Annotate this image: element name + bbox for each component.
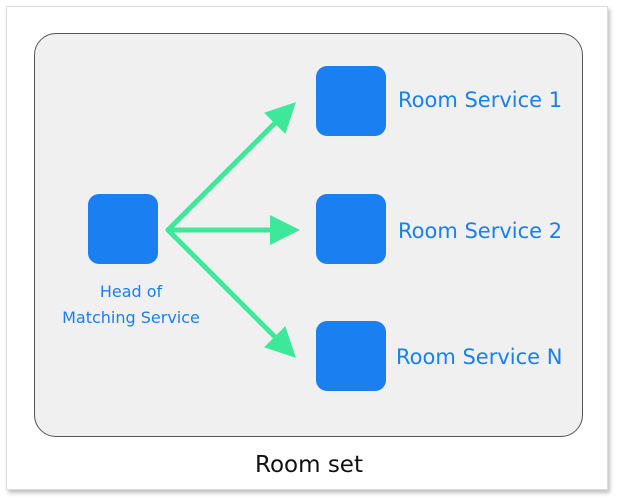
arrow-to-room-service-1 (165, 102, 296, 233)
head-label-line-2: Matching Service (62, 308, 200, 327)
room-service-n-node (316, 321, 386, 391)
head-label-line-1: Head of (99, 282, 163, 301)
arrow-to-room-service-n (165, 227, 296, 358)
room-service-2-node (316, 194, 386, 264)
room-set-caption: Room set (255, 452, 363, 478)
head-matching-service-node (88, 194, 158, 264)
room-service-1-node (316, 66, 386, 136)
room-service-1-label: Room Service 1 (398, 88, 563, 112)
room-service-2-label: Room Service 2 (398, 219, 563, 243)
head-matching-service-label: Head of Matching Service (41, 279, 221, 331)
room-service-n-label: Room Service N (396, 345, 563, 369)
